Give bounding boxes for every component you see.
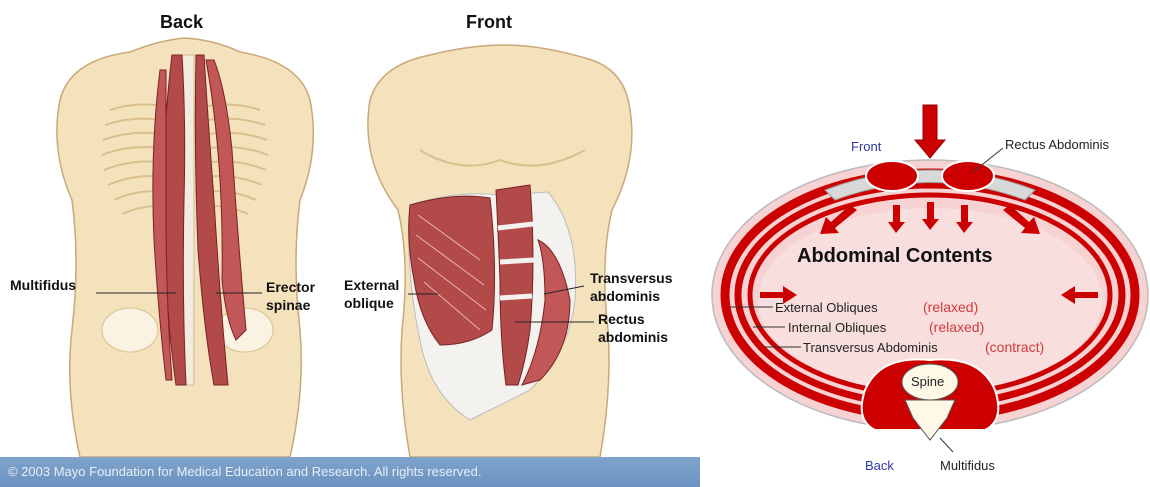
label-rectus-line1: Rectus: [598, 311, 645, 327]
abdominal-cross-section: Front Rectus Abdominis Abdominal Content…: [705, 0, 1150, 487]
label-external-line2: oblique: [344, 295, 394, 311]
rectus-left: [866, 161, 918, 191]
int-obliques-label: Internal Obliques: [788, 320, 887, 335]
back-title: Back: [160, 12, 204, 32]
front-torso-figure: [368, 45, 632, 457]
abdominal-contents-heading: Abdominal Contents: [797, 245, 993, 267]
front-title: Front: [466, 12, 512, 32]
back-torso-figure: [57, 38, 313, 457]
transversus-label: Transversus Abdominis: [803, 340, 938, 355]
label-erector-line1: Erector: [266, 279, 316, 295]
label-multifidus: Multifidus: [10, 277, 76, 293]
label-rectus-line2: abdominis: [598, 329, 668, 345]
copyright-banner: © 2003 Mayo Foundation for Medical Educa…: [0, 457, 700, 487]
multifidus-label-leader: [940, 438, 953, 452]
rectus-right: [942, 161, 994, 191]
ext-obliques-state: (relaxed): [923, 299, 978, 315]
rectus-label: Rectus Abdominis: [1005, 137, 1110, 152]
spine-label: Spine: [911, 374, 944, 389]
back-pelvis-left: [102, 308, 158, 352]
top-pressure-arrow: [915, 105, 945, 158]
cross-section-panel: Front Rectus Abdominis Abdominal Content…: [705, 0, 1150, 487]
transversus-state: (contract): [985, 339, 1044, 355]
ext-obliques-label: External Obliques: [775, 300, 878, 315]
anatomy-illustration-panel: Back Front Multifidus Erector spinae Ext…: [0, 0, 705, 487]
back-label: Back: [865, 458, 894, 473]
int-obliques-state: (relaxed): [929, 319, 984, 335]
label-transversus-line1: Transversus: [590, 270, 673, 286]
multifidus-label: Multifidus: [940, 458, 995, 473]
torso-illustrations: Back Front Multifidus Erector spinae Ext…: [0, 0, 705, 457]
label-erector-line2: spinae: [266, 297, 311, 313]
label-external-line1: External: [344, 277, 399, 293]
label-transversus-line2: abdominis: [590, 288, 660, 304]
front-label: Front: [851, 139, 882, 154]
